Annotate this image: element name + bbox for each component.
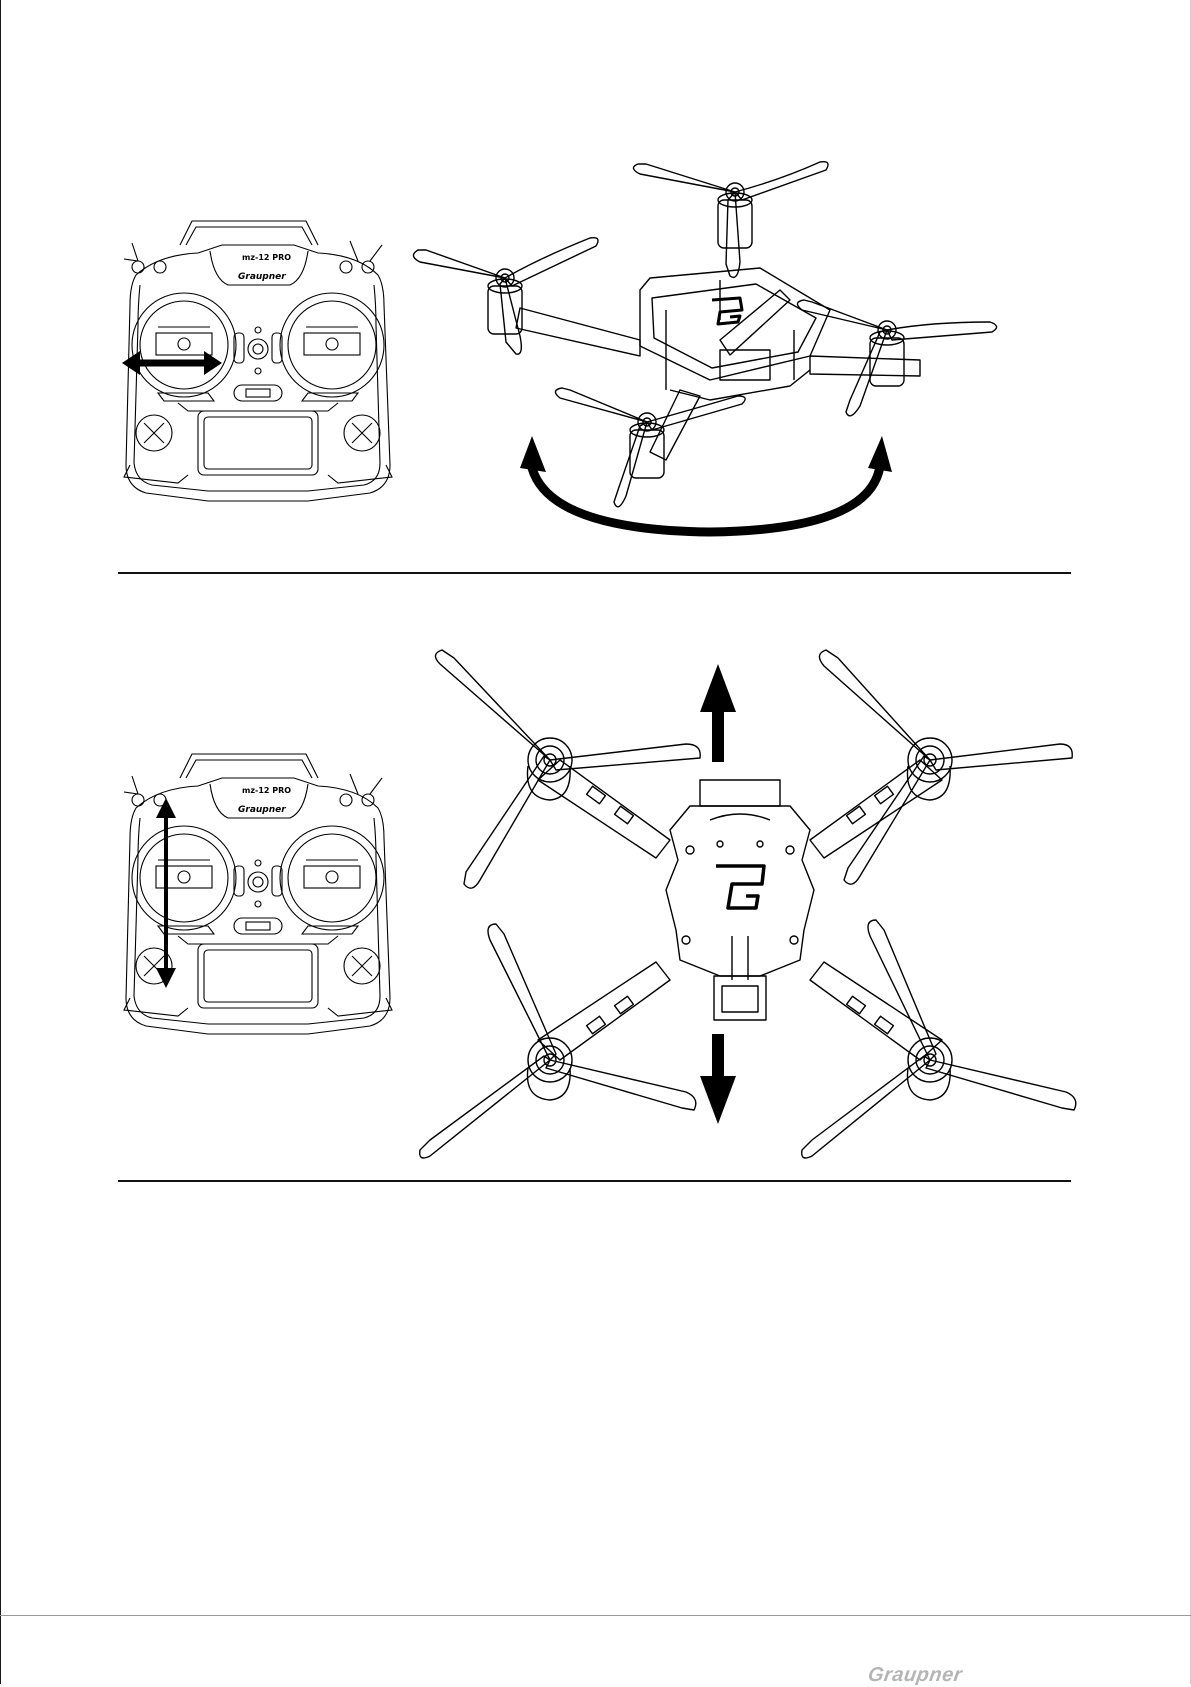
- section-divider-2: [118, 1180, 1071, 1182]
- transmitter-logo: Graupner: [238, 272, 286, 282]
- forward-arrow-icon: [700, 664, 736, 762]
- transmitter-model-label: mz-12 PRO: [242, 786, 291, 795]
- drone-illustration-1: [420, 160, 1080, 570]
- backward-arrow-icon: [700, 1034, 736, 1124]
- vertical-double-arrow-icon: [156, 798, 176, 988]
- yaw-rotation-arrow-icon: [520, 436, 892, 532]
- transmitter-logo: Graupner: [238, 805, 286, 815]
- page-edge-left: [0, 0, 1, 1684]
- transmitter-illustration-2: mz-12 PRO Graupner: [118, 748, 398, 1048]
- drone-illustration-2: [420, 640, 1080, 1160]
- footer-divider: [0, 1615, 1191, 1616]
- transmitter-model-label: mz-12 PRO: [242, 253, 291, 262]
- transmitter-illustration-1: mz-12 PRO Graupner: [118, 215, 398, 515]
- section-divider-1: [118, 572, 1071, 574]
